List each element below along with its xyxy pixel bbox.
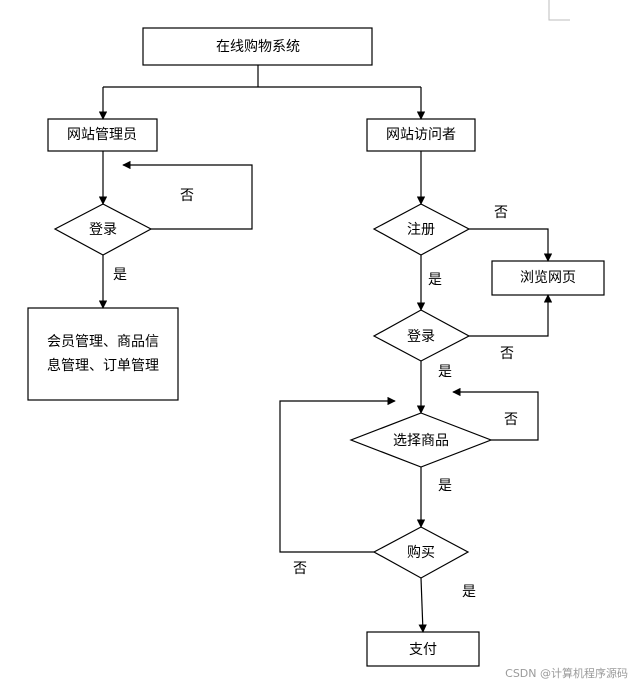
edge-register-no	[469, 228, 553, 262]
node-visitor-label: 网站访问者	[386, 127, 456, 143]
label-buy-no: 否	[293, 561, 307, 577]
watermark: CSDN @计算机程序源码	[505, 666, 628, 680]
label-buy-yes: 是	[462, 584, 476, 600]
node-select-label: 选择商品	[393, 433, 449, 449]
node-system: 在线购物系统	[142, 27, 373, 66]
node-admin-management: 会员管理、商品信 息管理、订单管理	[27, 307, 179, 401]
node-visitor-login-label: 登录	[407, 329, 435, 345]
label-admin-login-yes: 是	[113, 267, 127, 283]
edge-admin-login-no-loop	[122, 160, 253, 230]
label-admin-login-no: 否	[180, 188, 194, 204]
node-browse-label: 浏览网页	[520, 270, 576, 286]
label-select-yes: 是	[438, 478, 452, 494]
node-admin-label: 网站管理员	[67, 127, 137, 143]
label-visitor-login-no: 否	[500, 346, 514, 362]
label-visitor-login-yes: 是	[438, 364, 452, 380]
node-admin-login-label: 登录	[89, 222, 117, 238]
label-select-no: 否	[504, 412, 518, 428]
label-register-yes: 是	[428, 272, 442, 288]
edge-select-no-loop	[452, 387, 539, 441]
node-select: 选择商品	[349, 412, 493, 468]
node-buy-label: 购买	[407, 545, 435, 561]
node-admin-management-line2: 息管理、订单管理	[47, 357, 159, 374]
edge-buy-no-loop	[279, 396, 396, 553]
node-register-label: 注册	[407, 222, 435, 238]
node-pay: 支付	[366, 631, 480, 667]
node-buy: 购买	[372, 526, 470, 579]
node-browse: 浏览网页	[491, 260, 605, 296]
node-admin-login: 登录	[53, 203, 153, 256]
node-admin: 网站管理员	[47, 118, 158, 152]
node-admin-management-line1: 会员管理、商品信	[47, 334, 159, 350]
node-pay-label: 支付	[409, 642, 437, 658]
node-register: 注册	[372, 203, 471, 256]
page-corner-mark	[548, 0, 570, 21]
node-visitor: 网站访问者	[366, 118, 476, 152]
node-system-label: 在线购物系统	[216, 39, 300, 55]
edge-visitor-login-no	[469, 294, 553, 337]
node-visitor-login: 登录	[372, 309, 471, 362]
label-register-no: 否	[494, 205, 508, 221]
edge-buy-yes	[418, 577, 427, 633]
